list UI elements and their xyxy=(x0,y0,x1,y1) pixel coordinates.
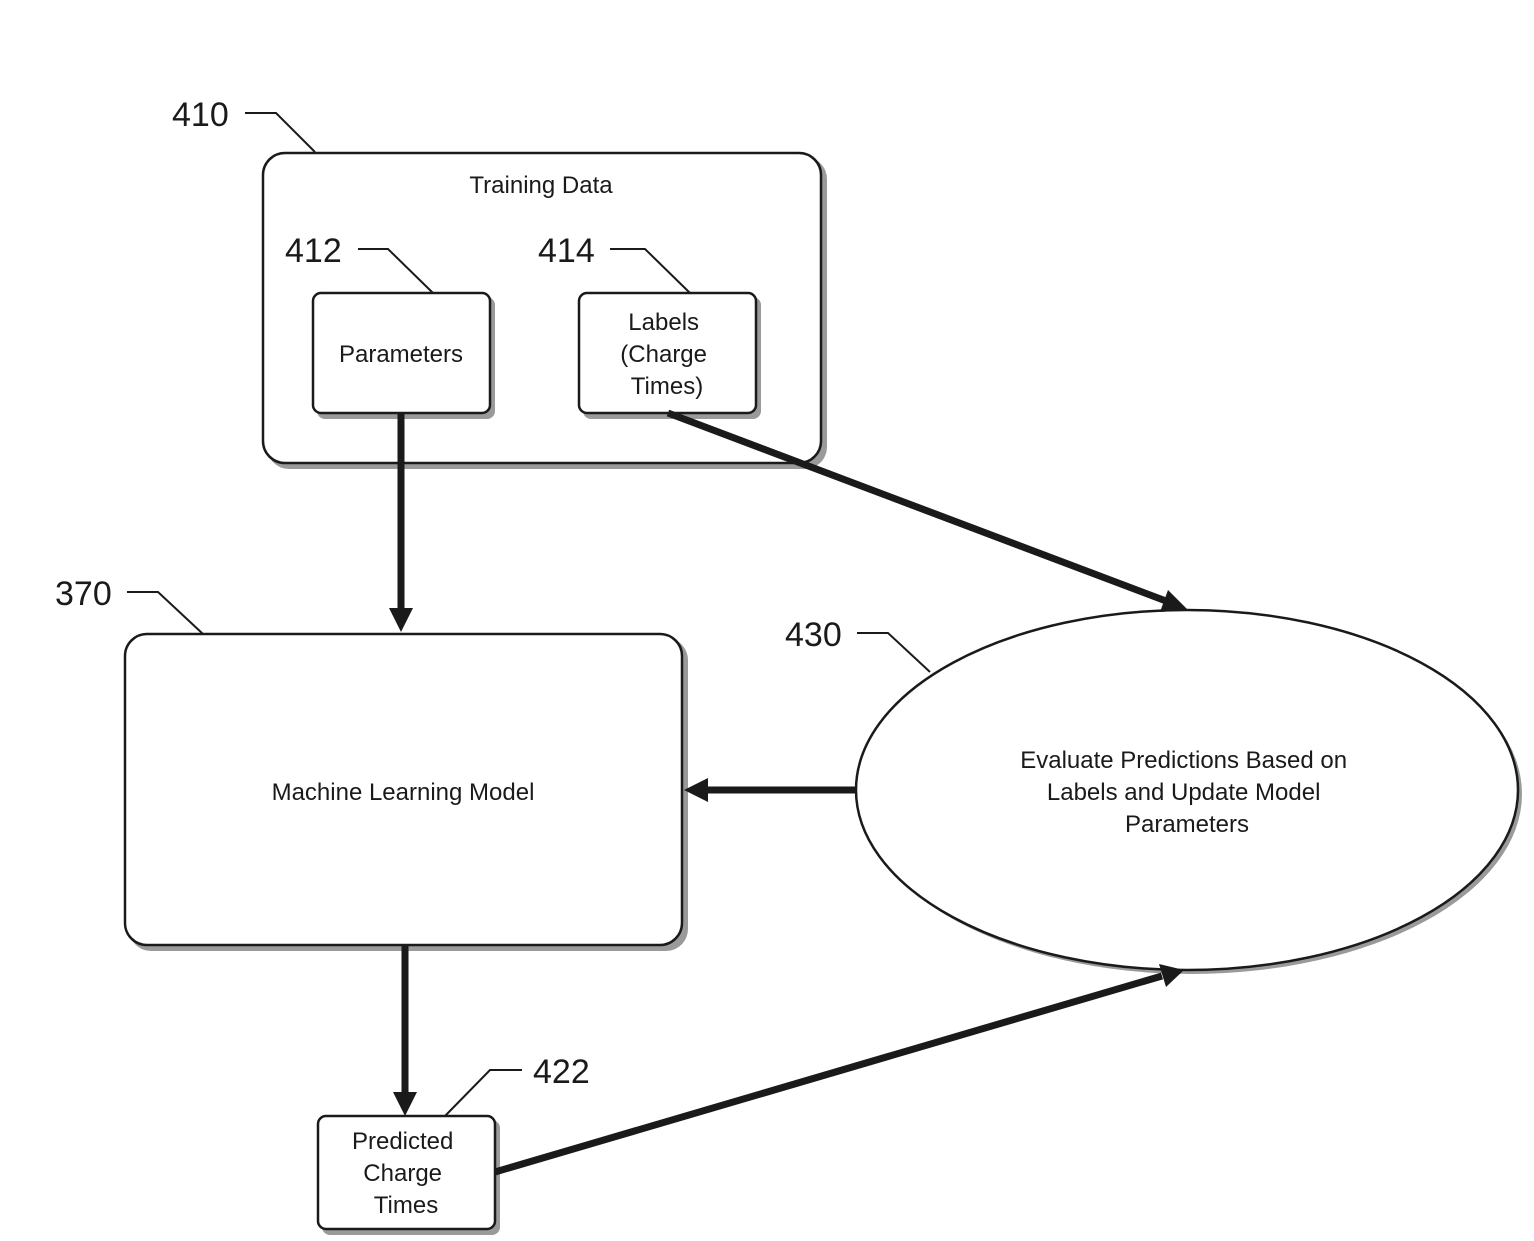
ref-370-callout: 370 xyxy=(55,575,203,634)
labels-line-2: (Charge xyxy=(620,341,707,368)
labels-line-1: Labels xyxy=(628,309,699,336)
labels-text: Labels (Charge Times) xyxy=(620,309,713,400)
ref-414: 414 xyxy=(538,232,595,270)
arrow-labels-to-evaluate xyxy=(668,413,1188,612)
arrow-evaluate-to-model xyxy=(684,778,855,802)
predicted-line-3: Times xyxy=(374,1192,438,1219)
arrow-predicted-to-evaluate xyxy=(495,964,1184,1172)
ref-430: 430 xyxy=(785,616,842,654)
ref-412: 412 xyxy=(285,232,342,270)
model-node: Machine Learning Model xyxy=(125,634,688,951)
arrow-model-to-predicted xyxy=(393,945,417,1116)
evaluate-line-2: Labels and Update Model xyxy=(1047,779,1321,806)
ref-430-callout: 430 xyxy=(785,616,930,672)
ref-410-callout: 410 xyxy=(172,96,315,152)
model-label: Machine Learning Model xyxy=(272,779,535,806)
evaluate-line-3: Parameters xyxy=(1125,811,1249,838)
ref-422: 422 xyxy=(533,1053,590,1091)
predicted-line-1: Predicted xyxy=(352,1128,453,1155)
parameters-node: Parameters xyxy=(313,293,495,419)
labels-line-3: Times) xyxy=(631,373,703,400)
labels-node: Labels (Charge Times) xyxy=(579,293,761,419)
ref-410: 410 xyxy=(172,96,229,134)
training-data-title: Training Data xyxy=(469,172,613,199)
predicted-node: Predicted Charge Times xyxy=(318,1116,500,1235)
parameters-label: Parameters xyxy=(339,341,463,368)
predicted-line-2: Charge xyxy=(363,1160,442,1187)
ref-370: 370 xyxy=(55,575,112,613)
ref-422-callout: 422 xyxy=(445,1053,590,1116)
evaluate-node: Evaluate Predictions Based on Labels and… xyxy=(856,610,1522,974)
evaluate-line-1: Evaluate Predictions Based on xyxy=(1020,747,1347,774)
